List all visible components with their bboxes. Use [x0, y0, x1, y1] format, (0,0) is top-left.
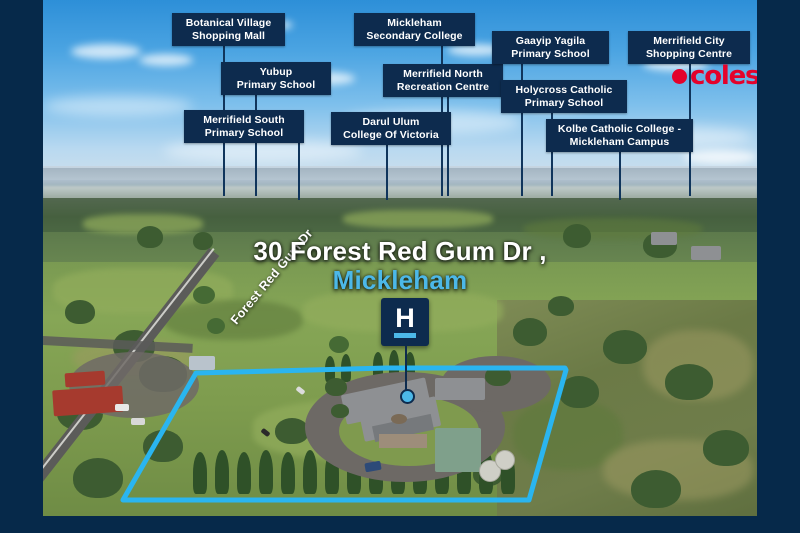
poi-label-holycross-catholic-primary-school[interactable]: Holycross Catholic Primary School [501, 80, 627, 113]
leader-line-merrifield-south-primary-school [298, 143, 300, 200]
cloud [683, 150, 757, 164]
tree [137, 226, 163, 248]
tree [631, 470, 681, 508]
tree [207, 318, 225, 334]
tree [193, 286, 215, 304]
tree [559, 376, 599, 408]
tree [65, 300, 95, 324]
poplar-tree [281, 452, 295, 494]
poplar-tree [259, 450, 273, 494]
leader-line-kolbe-catholic-college-mickleham-campus [619, 152, 621, 200]
car [115, 404, 129, 411]
poplar-tree [215, 450, 229, 494]
water-tank [495, 450, 515, 470]
marker-box: H [381, 298, 429, 346]
distant-house [651, 232, 677, 245]
cloud [71, 44, 141, 59]
poi-label-darul-ulum-college-of-victoria[interactable]: Darul Ulum College Of Victoria [331, 112, 451, 145]
marker-letter: H [395, 303, 415, 333]
address-line-1: 30 Forest Red Gum Dr , [253, 236, 547, 266]
poplar-tree [193, 452, 207, 494]
poplar-tree [389, 350, 399, 380]
tree [603, 330, 647, 364]
tree [703, 430, 749, 466]
poi-label-merrifield-south-primary-school[interactable]: Merrifield South Primary School [184, 110, 304, 143]
neighbour-roof [64, 370, 106, 388]
leader-line-yubup-primary-school [255, 95, 257, 196]
cloud [447, 44, 505, 56]
aerial-photo: Forest Red Gum Dr 30 Forest Red Gum Dr ,… [43, 0, 757, 516]
leader-line-merrifield-north-recreation-centre [447, 97, 449, 196]
house-wall [379, 434, 427, 448]
coles-wordmark: coles [690, 61, 757, 91]
marker-stem [404, 346, 407, 392]
coles-dot-icon [672, 68, 687, 84]
coles-logo: coles [672, 63, 757, 89]
distant-ridge [43, 168, 757, 180]
distant-house [691, 246, 721, 260]
tree [485, 366, 511, 386]
leader-line-gaayip-yagila-primary-school [521, 64, 523, 196]
address-line-2: Mickleham [332, 265, 468, 295]
tree [665, 364, 713, 400]
page-title: 30 Forest Red Gum Dr , Mickleham [43, 236, 757, 296]
car [131, 418, 145, 425]
patio [391, 414, 407, 424]
leader-line-darul-ulum-college-of-victoria [386, 145, 388, 200]
neighbour-roof [52, 385, 124, 417]
tree [331, 404, 349, 418]
field-patch [163, 300, 303, 340]
poi-label-kolbe-catholic-college-mickleham-campus[interactable]: Kolbe Catholic College - Mickleham Campu… [546, 119, 693, 152]
poi-label-mickleham-secondary-college[interactable]: Mickleham Secondary College [354, 13, 475, 46]
poplar-tree [303, 450, 317, 494]
tree [513, 318, 547, 346]
poi-label-botanical-village-shopping-mall[interactable]: Botanical Village Shopping Mall [172, 13, 285, 46]
tree [563, 224, 591, 248]
poplar-tree [237, 452, 251, 494]
cloud [43, 96, 193, 116]
poi-label-merrifield-city-shopping-centre[interactable]: Merrifield City Shopping Centre [628, 31, 750, 64]
neighbour-shed [189, 356, 215, 370]
field-patch [343, 210, 493, 228]
cloud [163, 140, 363, 162]
tree [275, 418, 309, 444]
tree [143, 430, 183, 462]
tree [325, 378, 347, 396]
outbuilding-roof [435, 378, 485, 400]
poi-label-merrifield-north-recreation-centre[interactable]: Merrifield North Recreation Centre [383, 64, 503, 97]
poi-label-gaayip-yagila-primary-school[interactable]: Gaayip Yagila Primary School [492, 31, 609, 64]
tree [193, 232, 213, 250]
property-marker[interactable]: H [381, 298, 429, 404]
tree [329, 336, 349, 353]
poi-label-yubup-primary-school[interactable]: Yubup Primary School [221, 62, 331, 95]
field-patch [83, 214, 203, 234]
marker-pin-dot [400, 389, 415, 404]
tree [548, 296, 574, 316]
shed [435, 428, 481, 472]
cloud [139, 54, 193, 66]
marker-underline [394, 333, 416, 338]
poplar-tree [341, 354, 351, 382]
tree [73, 458, 123, 498]
leader-line-holycross-catholic-primary-school [551, 113, 553, 196]
